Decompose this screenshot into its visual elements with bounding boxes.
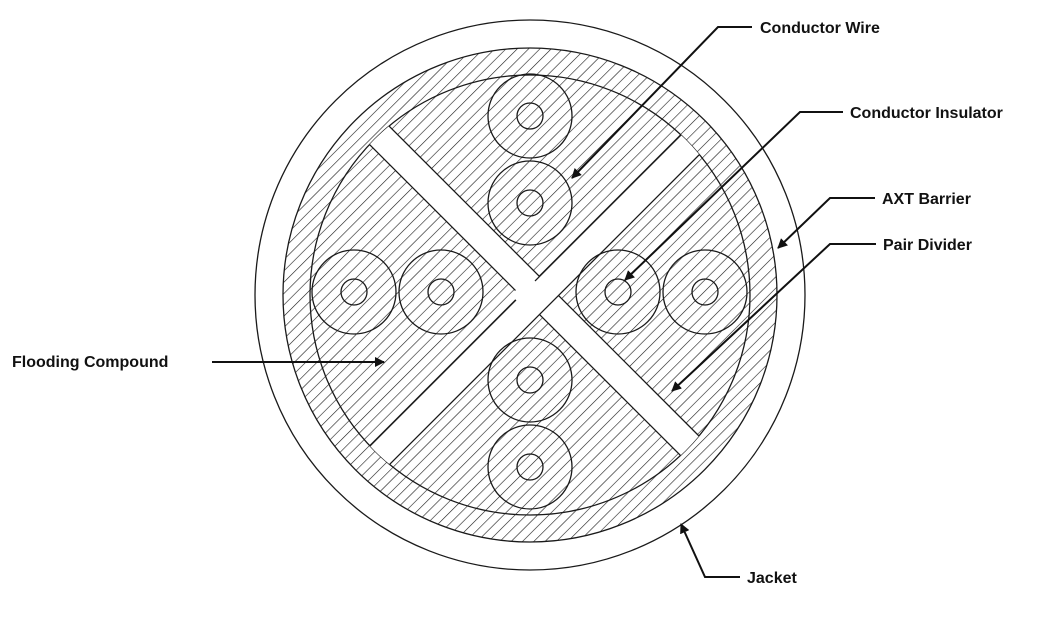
label-axt-barrier: AXT Barrier [882, 191, 971, 208]
leader-pair-divider [671, 243, 876, 392]
conductor-top-inner [487, 160, 573, 246]
conductor-right-inner [575, 249, 661, 335]
conductor-insulator-shape [487, 424, 573, 510]
conductor-bottom-outer [487, 424, 573, 510]
label-pair-divider: Pair Divider [883, 237, 972, 254]
conductor-wire-shape [427, 278, 455, 306]
conductor-insulator-shape [487, 337, 573, 423]
conductor-wire-shape [516, 366, 544, 394]
conductor-left-outer [311, 249, 397, 335]
leader-conductor-insulator [624, 111, 843, 281]
leader-axt-barrier [777, 197, 875, 249]
conductor-insulator-shape [398, 249, 484, 335]
conductor-wire-shape [516, 189, 544, 217]
conductor-insulator-shape [487, 160, 573, 246]
conductor-left-inner [398, 249, 484, 335]
jacket-outer-edge [254, 19, 806, 571]
leader-conductor-wire [571, 26, 752, 179]
label-conductor-insulator: Conductor Insulator [850, 105, 1003, 122]
conductor-wire-shape [691, 278, 719, 306]
flooding-compound-core [309, 74, 751, 516]
label-jacket: Jacket [747, 570, 797, 587]
conductor-bottom-inner [487, 337, 573, 423]
conductor-wire-shape [604, 278, 632, 306]
label-flooding-compound: Flooding Compound [12, 354, 168, 371]
conductor-right-outer [662, 249, 748, 335]
conductor-insulator-shape [575, 249, 661, 335]
pair-divider [356, 112, 704, 479]
conductor-wire-shape [516, 102, 544, 130]
conductor-wire-shape [516, 453, 544, 481]
conductor-insulator-shape [487, 73, 573, 159]
conductor-top-outer [487, 73, 573, 159]
conductor-insulator-shape [311, 249, 397, 335]
conductor-insulator-shape [662, 249, 748, 335]
leader-jacket [680, 523, 740, 578]
label-conductor-wire: Conductor Wire [760, 20, 880, 37]
conductor-wire-shape [340, 278, 368, 306]
